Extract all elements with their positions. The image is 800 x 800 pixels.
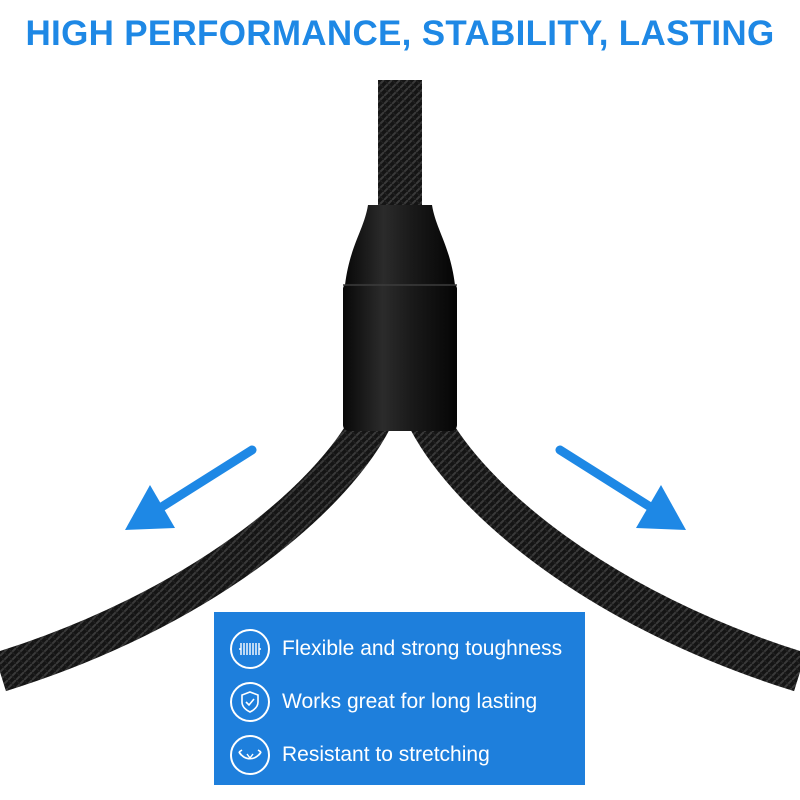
feature-text: Works great for long lasting bbox=[282, 689, 538, 713]
features-list: Flexible and strong toughness Works grea… bbox=[214, 612, 585, 785]
feature-text: Flexible and strong toughness bbox=[282, 636, 563, 660]
arrow-left-icon bbox=[125, 445, 257, 530]
features-panel bbox=[214, 612, 585, 785]
headline: HIGH PERFORMANCE, STABILITY, LASTING bbox=[25, 14, 775, 53]
feature-item: Resistant to stretching bbox=[230, 728, 585, 781]
cable-right bbox=[410, 410, 800, 692]
feature-text: Resistant to stretching bbox=[282, 742, 490, 766]
cable-left bbox=[0, 410, 390, 692]
spring-coil-icon bbox=[230, 628, 270, 669]
feature-item: Works great for long lasting bbox=[230, 675, 585, 728]
splitter-body bbox=[343, 283, 457, 431]
stretch-arrows-icon bbox=[230, 734, 270, 775]
feature-item: Flexible and strong toughness bbox=[230, 622, 585, 675]
shield-check-icon bbox=[230, 681, 270, 722]
arrow-right-icon bbox=[555, 445, 686, 530]
splitter-collar bbox=[345, 205, 455, 285]
cable-top bbox=[378, 80, 422, 210]
